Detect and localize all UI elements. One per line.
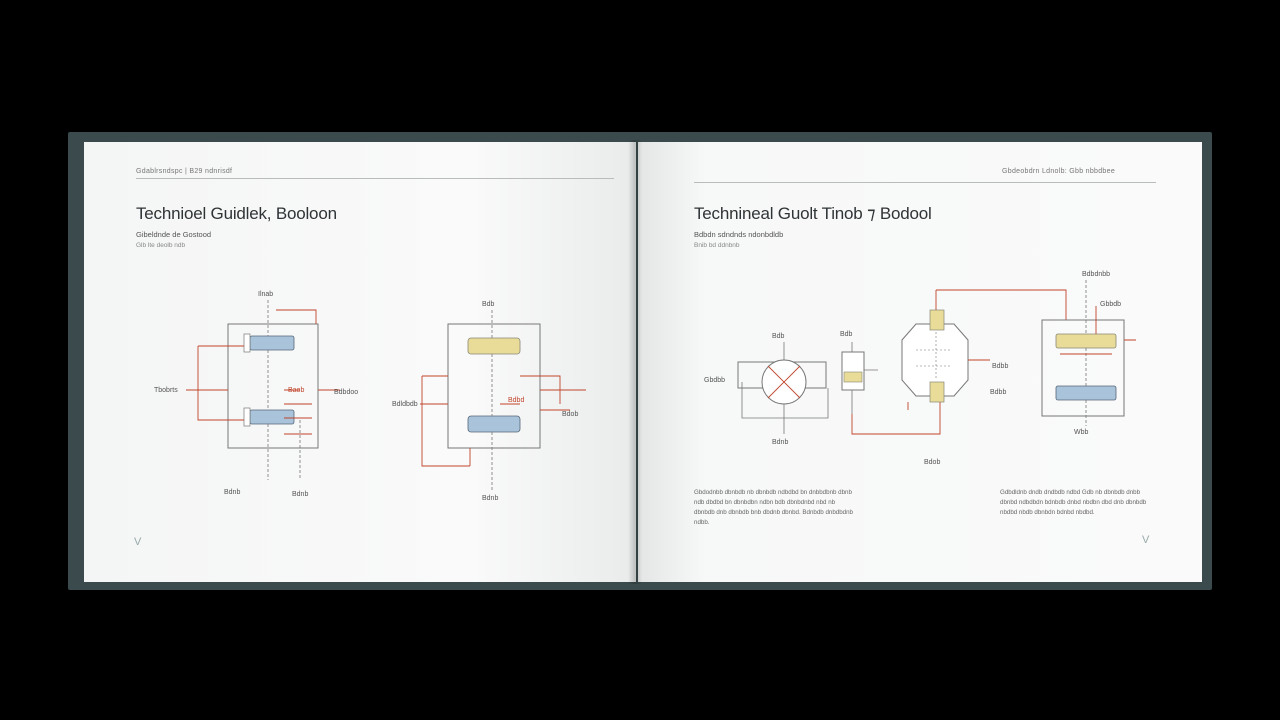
diagram-a-right-label: Bdbdoo <box>334 389 358 396</box>
diagram-e-under-label: Bdob <box>924 459 940 466</box>
diagram-f-right-label: Gbbdb <box>1100 301 1121 308</box>
diagram-b-lower-part <box>467 415 521 433</box>
diagram-a-top-label: Ilnab <box>258 291 273 298</box>
diagram-f-bottom-label: Wbb <box>1074 429 1089 436</box>
diagram-b-upper-part <box>467 337 521 355</box>
diagram-d-body <box>841 351 865 391</box>
diagram-d-lines <box>851 342 878 414</box>
diagram-a-left-label: Tbobrts <box>154 387 178 394</box>
right-running-head: Gbdeobdrn Ldnolb: Gbb nbbdbee <box>1002 168 1116 175</box>
right-header-rule <box>694 182 1156 183</box>
left-page-mark: V <box>134 536 142 548</box>
right-page-mark: V <box>1142 534 1150 546</box>
diagram-d-top-label: Bdb <box>840 331 853 338</box>
diagram-f-lower-part <box>1055 385 1117 401</box>
right-page-subtitle-2: Bnib bd ddnbnb <box>694 242 740 249</box>
diagram-d-part <box>843 371 863 383</box>
diagram-f: Bdbdnbb Gbbdb Wbb <box>1041 271 1136 436</box>
diagram-c-lines <box>741 342 829 434</box>
right-paragraph-left: Gbdodnbb dbnbdb nb dbnbdb ndbdbd bn dnbb… <box>694 489 853 526</box>
diagram-f-frame <box>1041 319 1125 417</box>
diagram-d: Bdb <box>840 331 878 414</box>
diagram-e-bottom-label: Bdbb <box>990 389 1006 396</box>
diagram-a-lower-part <box>249 409 295 425</box>
diagram-b: Bdb Bdldbdb Bdob Bdbd Bdnb <box>392 301 586 502</box>
diagram-a-frame <box>227 323 319 449</box>
right-page-title: Technineal Guolt Tinob ⁊ Bodool <box>694 204 932 223</box>
diagram-a-bottom-label-1: Bdnb <box>224 489 240 496</box>
book-gutter <box>628 140 642 584</box>
left-page-subtitle: Gibeldnde de Gostood <box>136 230 212 239</box>
diagram-e-wires <box>851 289 1067 435</box>
diagram-a-upper-cap <box>243 333 251 353</box>
diagram-e-top-part <box>929 309 945 331</box>
left-page-title: Technioel Guidlek, Booloon <box>136 204 337 223</box>
diagram-b-top-label: Bdb <box>482 301 495 308</box>
diagram-a-lower-cap <box>243 407 251 427</box>
diagram-f-top-label: Bdbdnbb <box>1082 271 1110 278</box>
diagram-e-bottom-part <box>929 381 945 403</box>
diagram-f-upper-part <box>1055 333 1117 349</box>
diagram-a-bottom-label-2: Bdnb <box>292 491 308 498</box>
diagram-c-top-label: Bdb <box>772 333 785 340</box>
diagram-b-right-label: Bdob <box>562 411 578 418</box>
diagram-a-wires <box>186 309 340 435</box>
diagram-a-upper-part <box>249 335 295 351</box>
diagram-b-left-label: Bdldbdb <box>392 401 418 408</box>
diagram-b-frame <box>447 323 541 449</box>
right-page-subtitle: Bdbdn sdndnds ndonbdldb <box>694 230 784 239</box>
left-page-subtitle-2: Glb lte deolb ndb <box>136 242 186 249</box>
diagram-e-internal-lines <box>916 332 952 380</box>
diagram-c-left-label: Gbdbb <box>704 377 725 384</box>
diagram-b-wires <box>420 375 586 467</box>
diagram-a-mid-label: Baob <box>288 387 304 394</box>
diagram-b-mid-label: Bdbd <box>508 397 524 404</box>
diagram-f-wires <box>1060 306 1136 355</box>
diagram-a-axis-lines <box>267 300 301 480</box>
diagram-a: Ilnab Tbobrts Bdbdoo Baob Bdnb Bdnb <box>154 291 358 498</box>
diagram-e-right-label: Bdbb <box>992 363 1008 370</box>
diagram-c-valve-cross <box>767 365 801 399</box>
left-header-rule <box>136 178 614 179</box>
diagram-c-bottom-label: Bdnb <box>772 439 788 446</box>
right-paragraph-right: Gdbdldnb dndb dndbdb ndbd Gdb nb dbnbdb … <box>1000 489 1147 516</box>
diagram-e: Bdbb Bdbb Bdob <box>851 289 1067 466</box>
left-running-head: Gdablrsndspc | B29 ndnrisdf <box>136 168 233 175</box>
diagram-c: Gbdbb Bdb Bdnb <box>704 333 829 446</box>
left-page: Gdablrsndspc | B29 ndnrisdf Technioel Gu… <box>84 142 636 582</box>
diagram-b-bottom-label: Bdnb <box>482 495 498 502</box>
diagram-e-octagon <box>901 323 969 397</box>
